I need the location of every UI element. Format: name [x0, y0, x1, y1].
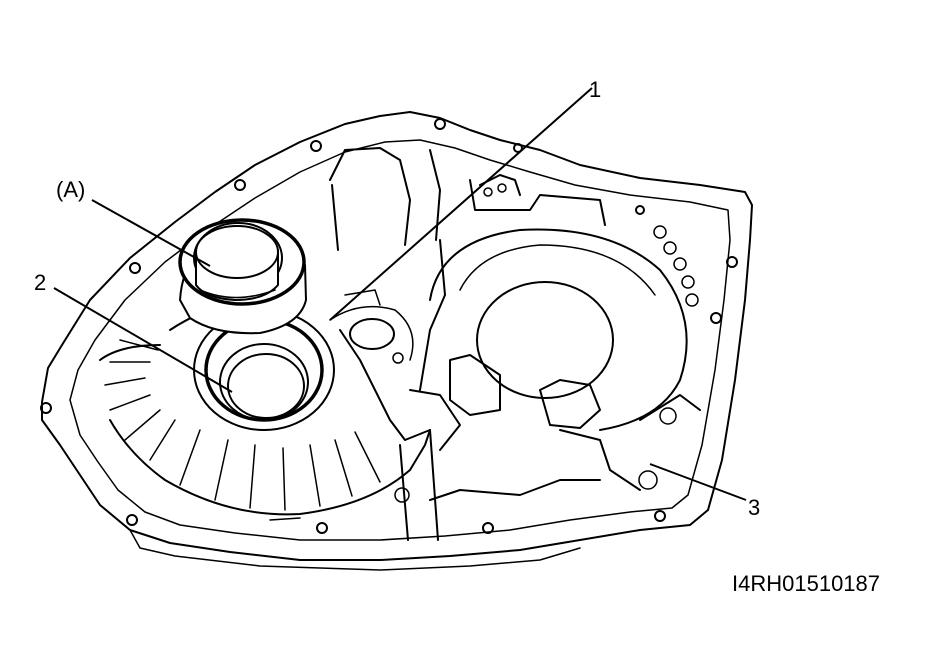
clutch-bell — [99, 299, 439, 541]
bolt-boss-row — [392, 225, 699, 503]
seal-installer-tool — [178, 218, 307, 335]
figure-code: I4RH01510187 — [732, 571, 880, 596]
callout-1: 1 — [589, 77, 601, 102]
callout-3: 3 — [748, 495, 760, 520]
leader-line-A — [91, 199, 211, 267]
callout-A: (A) — [56, 177, 85, 202]
leader-line-3 — [649, 463, 747, 501]
main-bore — [429, 228, 688, 431]
leader-line-2 — [53, 287, 233, 393]
callout-2: 2 — [34, 270, 46, 295]
housing-outer-flange — [40, 111, 753, 571]
internal-ribs — [329, 147, 701, 501]
leader-line-1 — [329, 87, 593, 321]
